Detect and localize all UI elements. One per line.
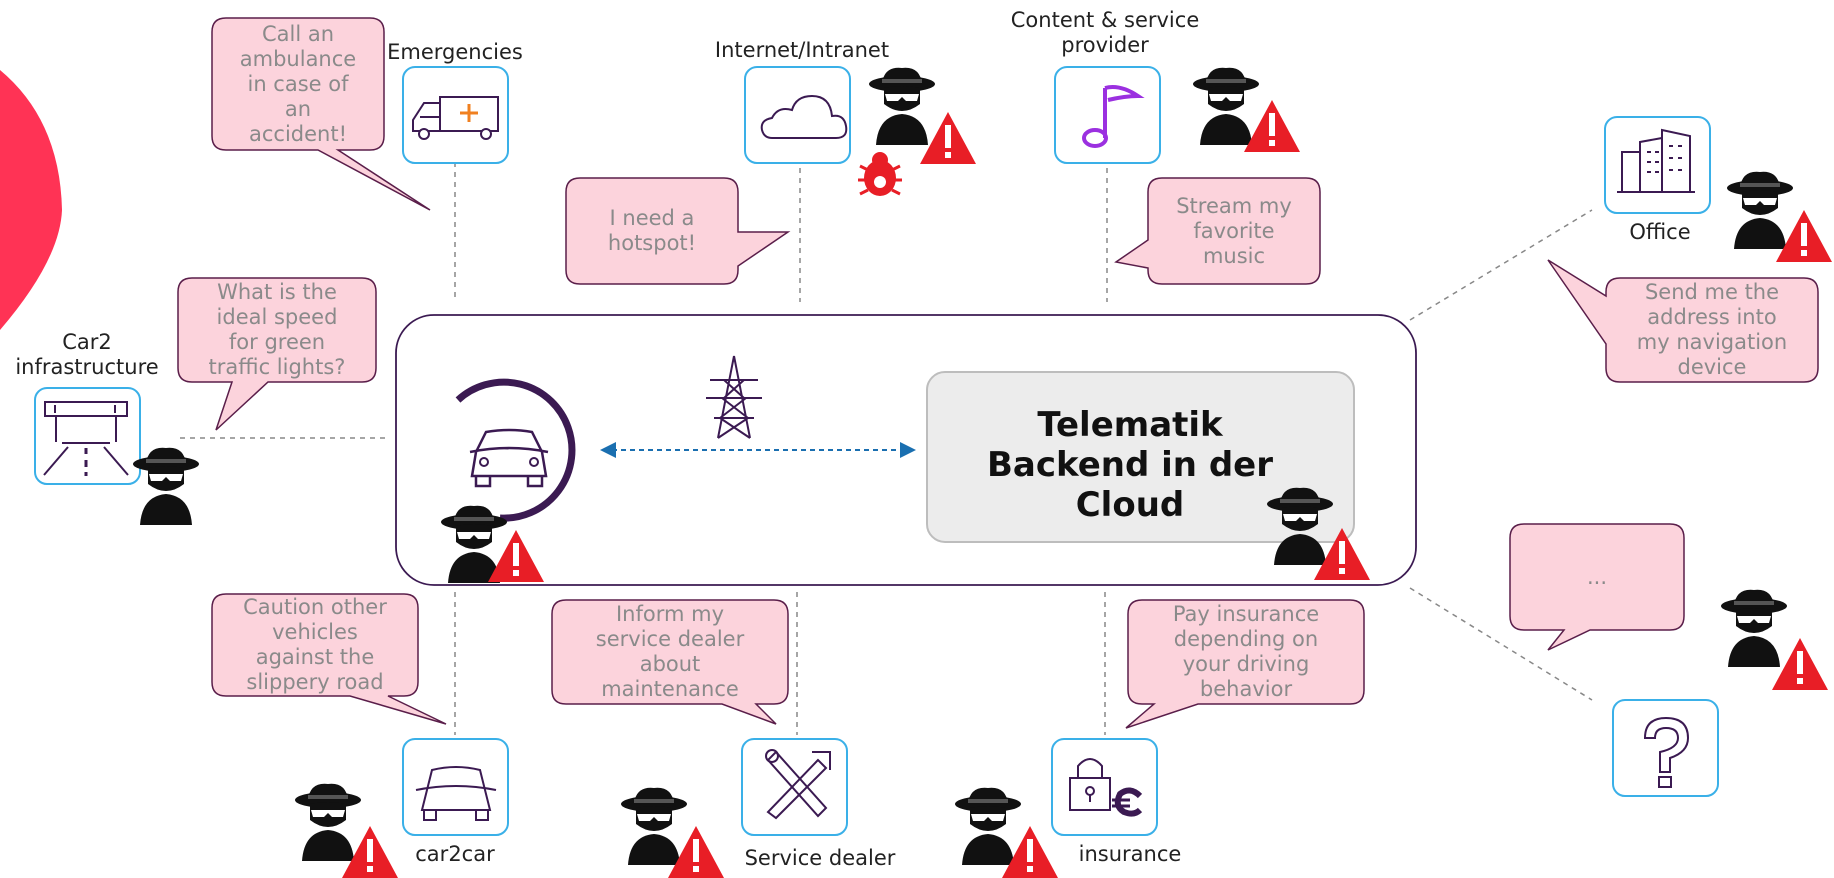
label-car2infrastructure: Car2 infrastructure (15, 330, 159, 379)
bubble-speed-shape (177, 277, 377, 431)
label-office: Office (1629, 220, 1691, 244)
warning-icon (1772, 638, 1828, 690)
hacker-icon (955, 787, 1021, 865)
bubble-insurance-shape (1125, 599, 1365, 729)
bubble-more-text: ... (1586, 564, 1608, 589)
question-icon-box (1612, 699, 1719, 797)
bubble-navigation-text: Send me the address into my navigation d… (1636, 280, 1788, 379)
hacker-icon (295, 783, 361, 861)
warning-icon (920, 112, 976, 164)
warning-icon (1776, 210, 1832, 262)
ambulance-icon (412, 96, 499, 140)
car-circle-icon (455, 378, 576, 522)
bubble-hotspot-text: I need a hotspot! (607, 206, 697, 255)
label-insurance: insurance (1078, 842, 1182, 866)
service-dealer-icon-box (741, 738, 848, 836)
hacker-icon (1721, 589, 1787, 667)
warning-icon (1244, 100, 1300, 152)
connection-arrow (600, 442, 916, 458)
hacker-icon (621, 787, 687, 865)
hacker-icon (1193, 67, 1259, 145)
bubble-hotspot-shape (565, 177, 791, 285)
bubble-ambulance-text: Call an ambulance in case of an accident… (239, 21, 357, 146)
bubble-navigation-shape (1547, 259, 1819, 383)
label-internet: Internet/Intranet (714, 38, 890, 62)
bug-icon (858, 152, 902, 196)
emergencies-icon-box (402, 66, 509, 164)
backend-title: Telematik Backend in der Cloud (986, 405, 1273, 525)
bubble-dealer-shape (551, 599, 789, 725)
label-service-dealer: Service dealer (744, 846, 896, 870)
label-emergencies: Emergencies (387, 40, 523, 64)
cloud-icon (760, 94, 848, 139)
bubble-ambulance-shape (211, 17, 431, 211)
hacker-icon (1727, 171, 1793, 249)
bubble-more-shape (1509, 523, 1685, 651)
road-gantry-icon (43, 401, 129, 476)
bubble-music-shape (1114, 177, 1321, 285)
bubble-music-text: Stream my favorite music (1176, 193, 1292, 268)
tools-icon (765, 749, 831, 820)
office-icon-box (1604, 116, 1711, 214)
insurance-icon-box (1051, 738, 1158, 836)
label-content-provider: Content & service provider (1010, 8, 1200, 57)
power-pylon-icon (706, 355, 762, 439)
bubble-insurance-text: Pay insurance depending on your driving … (1172, 602, 1320, 701)
connector-lines (180, 162, 1593, 735)
bubble-dealer-text: Inform my service dealer about maintenan… (595, 602, 745, 701)
bubble-caution-shape (211, 593, 447, 725)
label-car2car: car2car (415, 842, 495, 866)
question-mark-icon (1643, 716, 1690, 788)
bubble-speed-text: What is the ideal speed for green traffi… (208, 280, 346, 379)
office-buildings-icon (1617, 128, 1695, 193)
backend-box (926, 371, 1355, 543)
bubble-caution-text: Caution other vehicles against the slipp… (243, 595, 387, 694)
hacker-icon (869, 67, 935, 145)
red-decoration (0, 70, 62, 330)
car-icon (415, 766, 497, 821)
car2infra-icon-box (34, 387, 141, 485)
hacker-icon (133, 447, 199, 525)
content-icon-box (1054, 66, 1161, 164)
music-note-icon (1082, 85, 1145, 148)
lock-euro-icon (1069, 758, 1143, 817)
